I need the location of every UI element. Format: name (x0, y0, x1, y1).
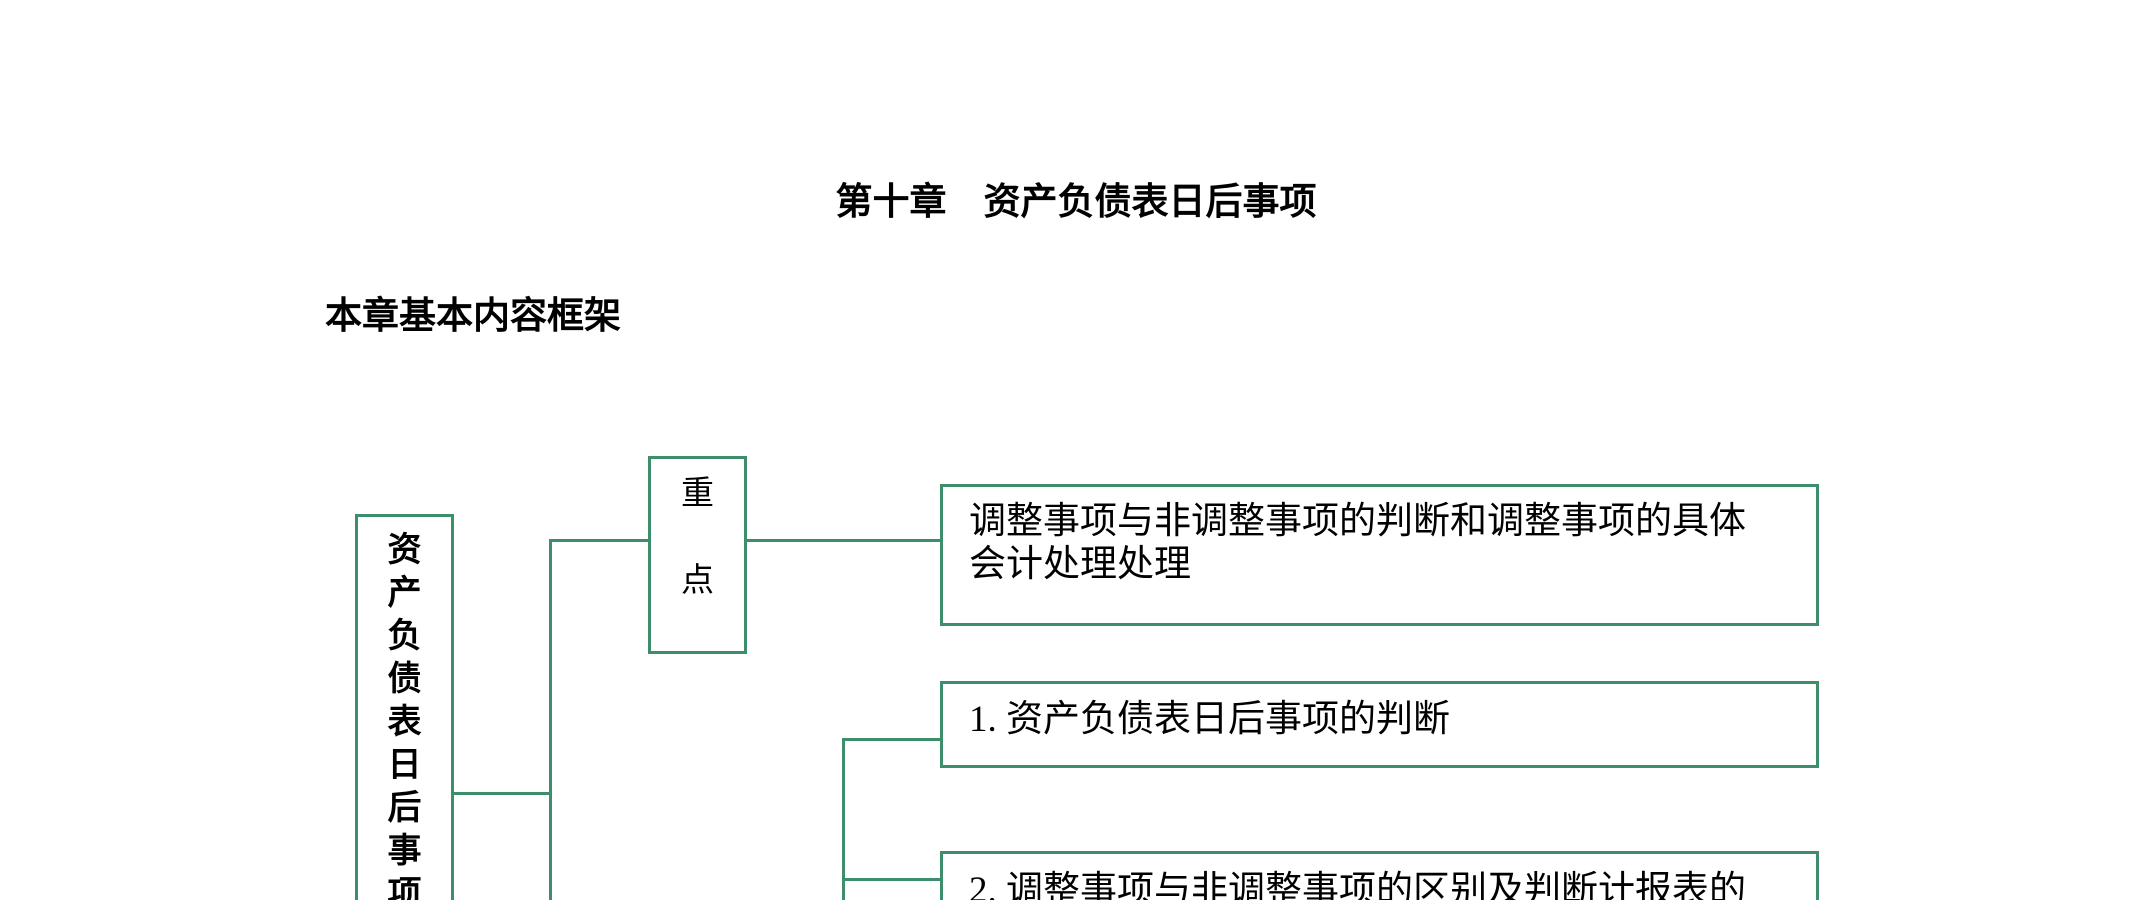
item-box-1: 1. 资产负债表日后事项的判断 (940, 681, 1819, 768)
key-point-text-wrapper: 重点 (651, 459, 744, 625)
connector-items-vertical (842, 738, 845, 900)
root-node-box: 资产负债表日后事项 (355, 514, 454, 900)
key-point-detail-box: 调整事项与非调整事项的判断和调整事项的具体会计处理处理 (940, 484, 1819, 626)
connector-to-item-1 (842, 738, 940, 741)
connector-root-to-trunk (454, 792, 550, 795)
item-text-1: 1. 资产负债表日后事项的判断 (969, 699, 1450, 740)
root-node-label: 资产负债表日后事项 (387, 532, 422, 900)
chapter-title: 第十章 资产负债表日后事项 (835, 182, 1317, 223)
item-box-2: 2. 调整事项与非调整事项的区别及判断计报表的 (940, 851, 1819, 900)
connector-to-item-2 (842, 878, 940, 881)
key-point-box: 重点 (648, 456, 747, 654)
connector-key-point-to-box-1 (747, 539, 940, 542)
item-text-2: 2. 调整事项与非调整事项的区别及判断计报表的 (969, 870, 1746, 900)
connector-trunk-to-key-point (549, 539, 648, 542)
connector-trunk-vertical (549, 539, 552, 900)
section-heading: 本章基本内容框架 (325, 296, 621, 337)
root-node-text-wrapper: 资产负债表日后事项 (358, 529, 451, 900)
key-point-label: 重点 (681, 476, 714, 599)
key-point-detail-text: 调整事项与非调整事项的判断和调整事项的具体会计处理处理 (969, 501, 1746, 585)
